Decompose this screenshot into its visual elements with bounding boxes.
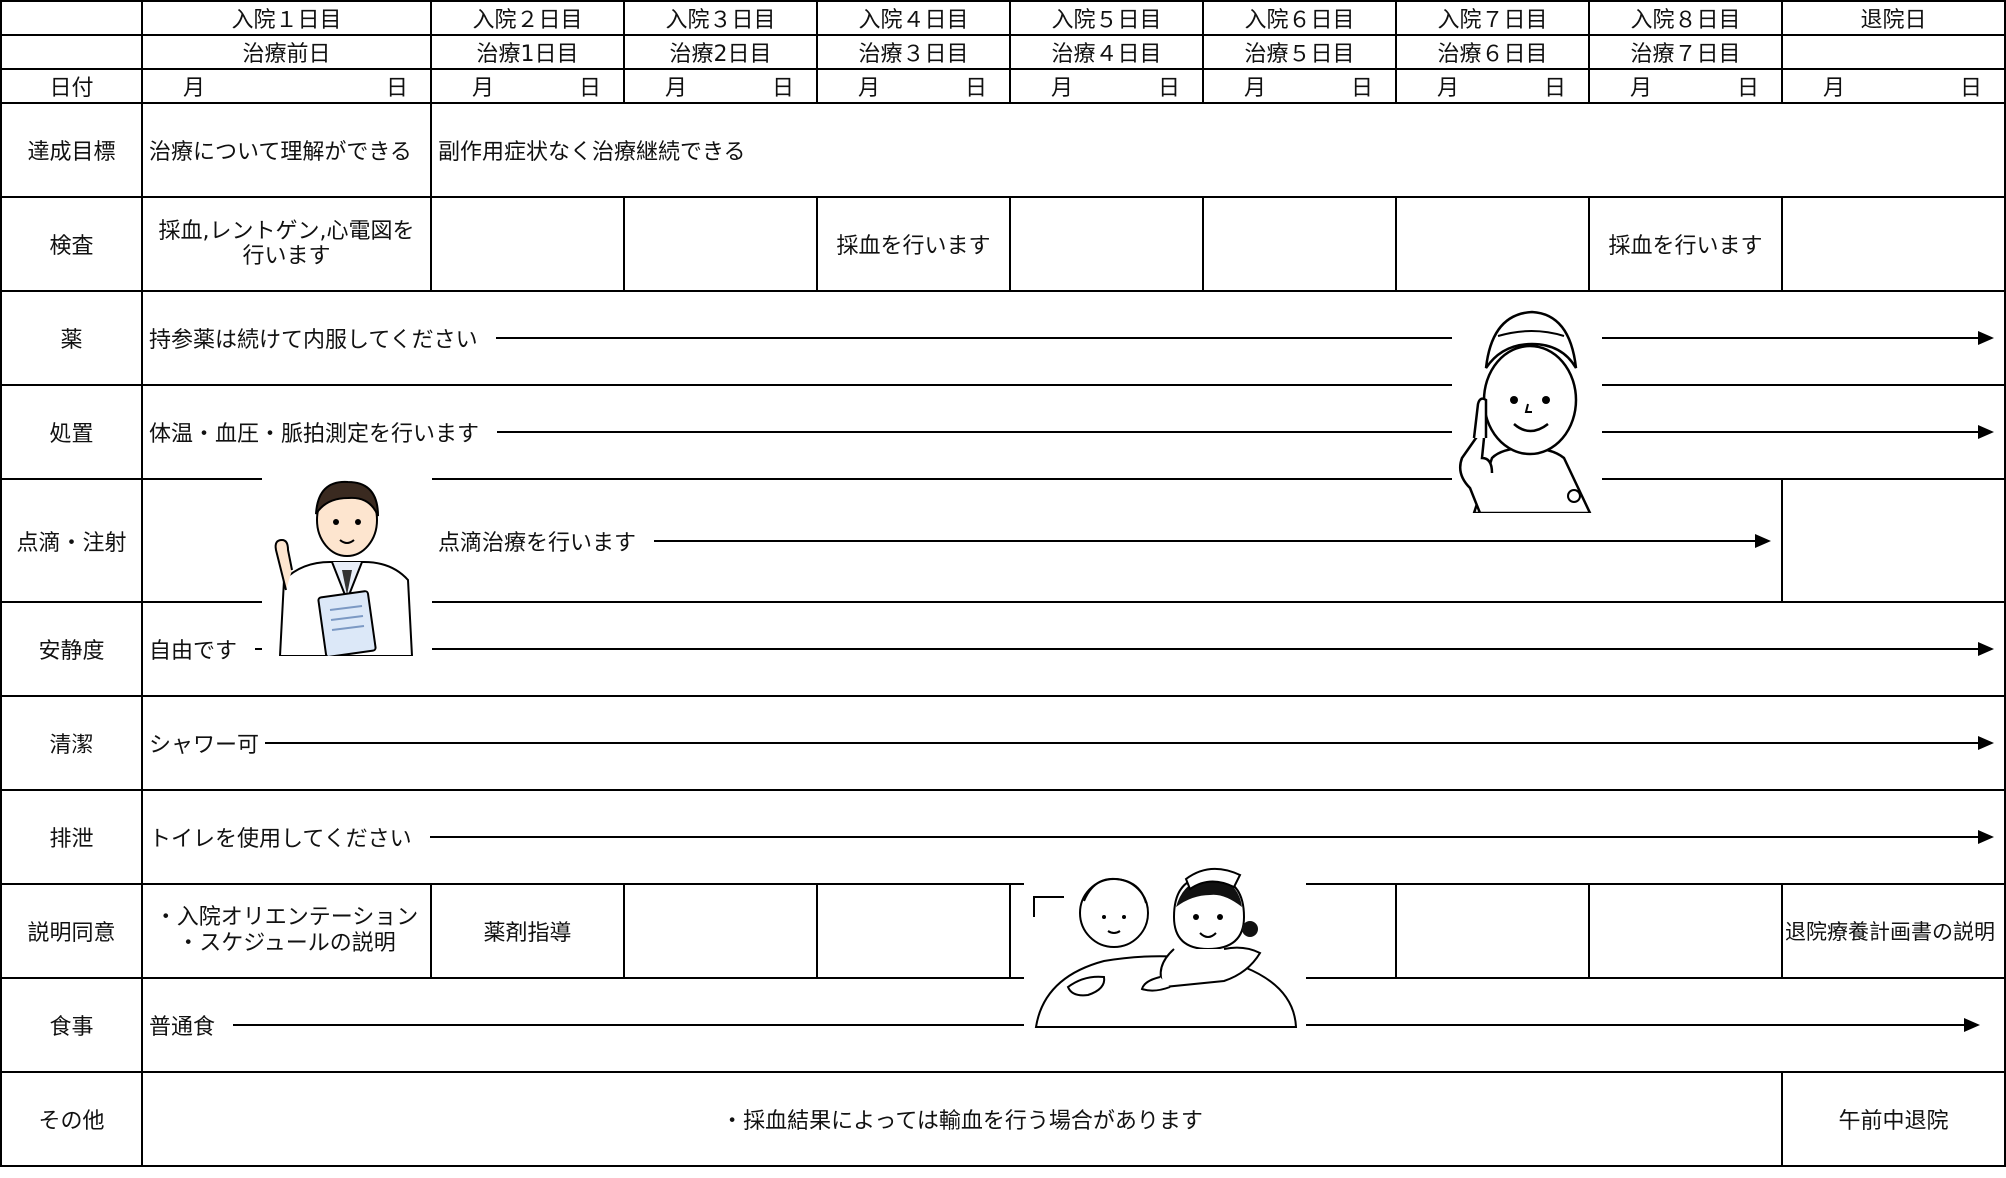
other-discharge: 午前中退院	[1781, 1071, 2006, 1167]
date-discharge: 月日	[1823, 76, 1982, 101]
header-day-1: 入院１日目	[141, 0, 432, 36]
row-goal: 達成目標 治療について理解ができる 副作用症状なく治療継続できる	[0, 102, 2006, 198]
medicine-text: 持参薬は続けて内服してください	[149, 328, 478, 353]
treatment-text: 体温・血圧・脈拍測定を行います	[149, 422, 480, 447]
row-label-other: その他	[0, 1071, 143, 1167]
row-excretion: 排泄 トイレを使用してください	[0, 789, 2006, 885]
drip-text: 点滴治療を行います	[438, 530, 637, 556]
treatment-day-4: 治療３日目	[816, 34, 1011, 70]
header-day-2: 入院２日目	[430, 0, 625, 36]
goal-day1: 治療について理解ができる	[141, 102, 432, 198]
header-corner-2	[0, 34, 143, 70]
date-day-1: 月日	[183, 76, 408, 101]
row-label-drip: 点滴・注射	[0, 478, 143, 603]
row-label-meal: 食事	[0, 977, 143, 1073]
header-day-5: 入院５日目	[1009, 0, 1204, 36]
header-row-admission-day: 入院１日目 入院２日目 入院３日目 入院４日目 入院５日目 入院６日目 入院７日…	[0, 0, 2006, 36]
treatment-discharge	[1781, 34, 2006, 70]
treatment-day-2: 治療1日目	[430, 34, 625, 70]
header-discharge-day: 退院日	[1781, 0, 2006, 36]
arrow-line	[265, 736, 1994, 750]
row-label-explanation: 説明同意	[0, 883, 143, 979]
header-day-8: 入院８日目	[1588, 0, 1783, 36]
row-other: その他 ・採血結果によっては輸血を行う場合があります 午前中退院	[0, 1071, 2006, 1167]
exam-day8: 採血を行います	[1588, 196, 1783, 292]
treatment-day-5: 治療４日目	[1009, 34, 1204, 70]
row-explanation: 説明同意 ・入院オリエンテーション ・スケジュールの説明 薬剤指導 退院療養計画…	[0, 883, 2006, 979]
row-rest: 安静度 自由です	[0, 601, 2006, 697]
arrow-line	[497, 425, 1994, 439]
explanation-day2: 薬剤指導	[430, 883, 625, 979]
date-row: 日付 月日 月日 月日 月日 月日 月日 月日 月日 月日	[0, 68, 2006, 104]
nurse-pointing-illustration	[1452, 308, 1602, 513]
row-label-exam: 検査	[0, 196, 143, 292]
date-day-2: 月日	[472, 76, 601, 101]
row-meal: 食事 普通食	[0, 977, 2006, 1073]
goal-rest: 副作用症状なく治療継続できる	[430, 102, 2006, 198]
treatment-day-8: 治療７日目	[1588, 34, 1783, 70]
exam-day1: 採血,レントゲン,心電図を行います	[141, 196, 432, 292]
header-corner	[0, 0, 143, 36]
arrow-line	[255, 642, 1994, 656]
header-day-6: 入院６日目	[1202, 0, 1397, 36]
date-day-7: 月日	[1437, 76, 1566, 101]
treatment-day-3: 治療2日目	[623, 34, 818, 70]
other-text: ・採血結果によっては輸血を行う場合があります	[141, 1071, 1783, 1167]
row-label-excretion: 排泄	[0, 789, 143, 885]
date-day-8: 月日	[1630, 76, 1759, 101]
treatment-day-1: 治療前日	[141, 34, 432, 70]
explanation-day1-line2: ・スケジュールの説明	[177, 931, 396, 956]
date-day-6: 月日	[1244, 76, 1373, 101]
row-label-treatment: 処置	[0, 384, 143, 480]
row-hygiene: 清潔 シャワー可	[0, 695, 2006, 791]
row-label-hygiene: 清潔	[0, 695, 143, 791]
date-day-4: 月日	[858, 76, 987, 101]
date-day-3: 月日	[665, 76, 794, 101]
date-day-5: 月日	[1051, 76, 1180, 101]
explanation-discharge: 退院療養計画書の説明	[1781, 883, 2006, 979]
arrow-line	[495, 331, 1995, 345]
header-row-treatment-day: 治療前日 治療1日目 治療2日目 治療３日目 治療４日目 治療５日目 治療６日目…	[0, 34, 2006, 70]
header-day-4: 入院４日目	[816, 0, 1011, 36]
row-label-rest: 安静度	[0, 601, 143, 697]
header-day-7: 入院７日目	[1395, 0, 1590, 36]
rest-text: 自由です	[149, 639, 238, 664]
nurse-caring-patient-illustration	[1024, 857, 1306, 1033]
row-label-goal: 達成目標	[0, 102, 143, 198]
hygiene-text: シャワー可	[149, 733, 260, 758]
row-exam: 検査 採血,レントゲン,心電図を行います 採血を行います 採血を行います	[0, 196, 2006, 292]
header-day-3: 入院３日目	[623, 0, 818, 36]
meal-text: 普通食	[149, 1015, 216, 1040]
date-label: 日付	[0, 68, 143, 104]
explanation-day1-line1: ・入院オリエンテーション	[154, 905, 419, 930]
row-medicine: 薬 持参薬は続けて内服してください	[0, 290, 2006, 386]
arrow-line	[429, 830, 1995, 844]
row-treatment: 処置 体温・血圧・脈拍測定を行います	[0, 384, 2006, 480]
excretion-text: トイレを使用してください	[149, 827, 412, 852]
treatment-day-6: 治療５日目	[1202, 34, 1397, 70]
exam-day4: 採血を行います	[816, 196, 1011, 292]
doctor-illustration	[262, 470, 432, 656]
treatment-day-7: 治療６日目	[1395, 34, 1590, 70]
arrow-line	[654, 533, 1771, 548]
row-label-medicine: 薬	[0, 290, 143, 386]
